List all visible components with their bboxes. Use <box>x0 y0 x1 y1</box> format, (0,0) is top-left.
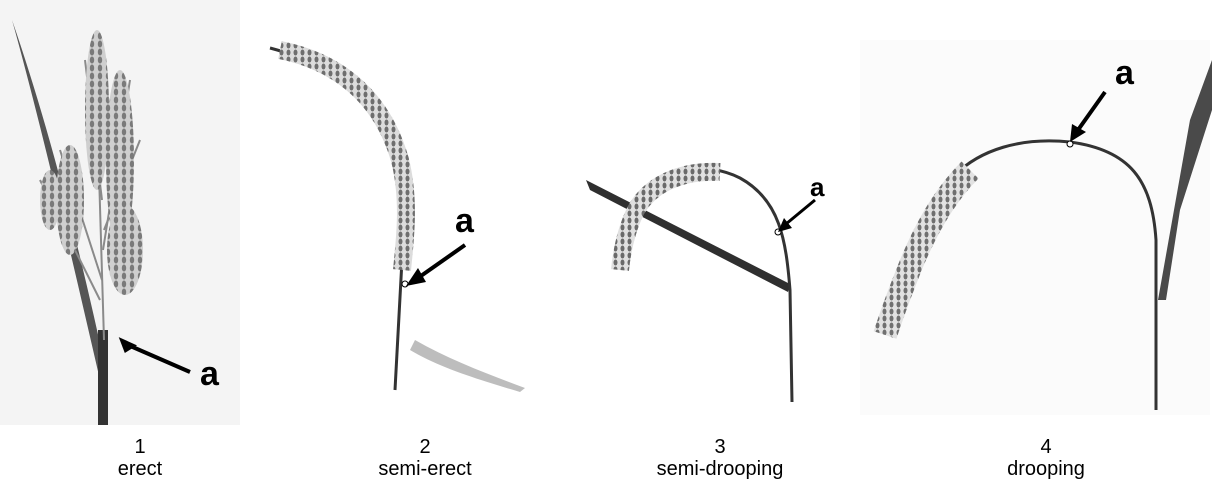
panel-number-1: 1 <box>50 436 230 458</box>
panel-number-2: 2 <box>335 436 515 458</box>
marker-a-4: a <box>1115 54 1134 93</box>
caption-1: 1 erect <box>50 436 230 480</box>
caption-2: 2 semi-erect <box>335 436 515 480</box>
panel-number-3: 3 <box>630 436 810 458</box>
panel-drooping: a 4 drooping <box>860 0 1220 495</box>
panel-label-erect: erect <box>50 458 230 480</box>
caption-4: 4 drooping <box>956 436 1136 480</box>
panel-semi-drooping: a 3 semi-drooping <box>570 0 870 495</box>
panel-label-semi-erect: semi-erect <box>335 458 515 480</box>
panel-semi-erect: a 2 semi-erect <box>250 0 570 495</box>
panel-label-semi-drooping: semi-drooping <box>630 458 810 480</box>
semi-erect-panicle-illustration <box>250 0 570 430</box>
marker-a-3: a <box>810 172 824 203</box>
panel-label-drooping: drooping <box>956 458 1136 480</box>
panel-erect: a 1 erect <box>0 0 250 495</box>
panel-number-4: 4 <box>956 436 1136 458</box>
caption-3: 3 semi-drooping <box>630 436 810 480</box>
drooping-panicle-illustration <box>860 0 1220 430</box>
marker-a-2: a <box>455 202 474 241</box>
semi-drooping-panicle-illustration <box>570 0 870 430</box>
marker-a-1: a <box>200 355 219 394</box>
